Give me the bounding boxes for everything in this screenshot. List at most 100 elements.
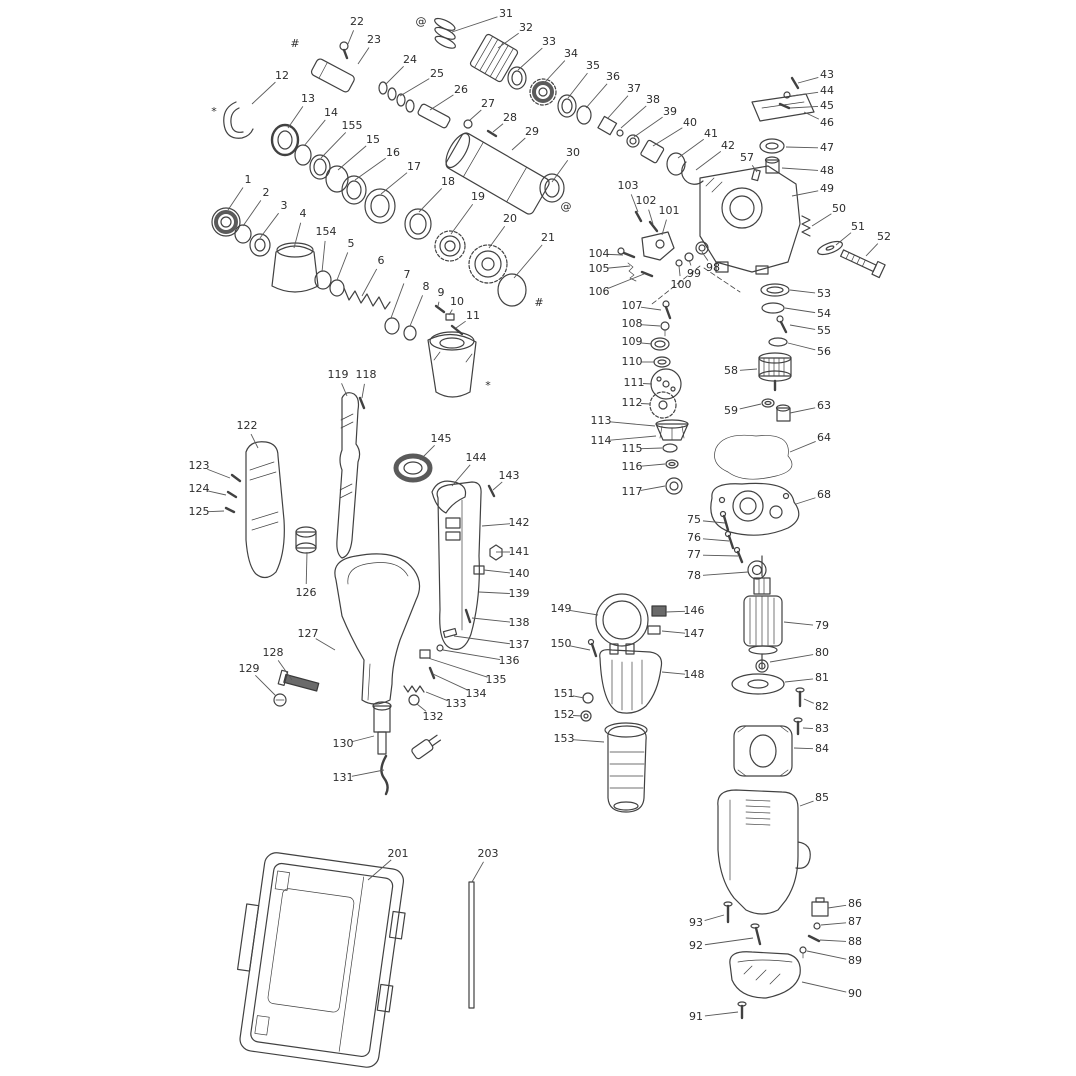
seal-ring-gear-set (223, 101, 527, 307)
part-label-89: 89 (848, 954, 862, 967)
part-label-92: 92 (689, 939, 703, 952)
spring-133 (403, 685, 425, 693)
leader-line-14 (303, 119, 326, 147)
cylinder-piston-assembly (310, 17, 704, 215)
part-label-153: 153 (554, 732, 575, 745)
leader-line-7 (390, 283, 405, 319)
part-label-111: 111 (624, 376, 645, 389)
part-label-107: 107 (622, 299, 643, 312)
part-label-109: 109 (622, 335, 643, 348)
leader-line-126 (305, 551, 308, 585)
leader-line-63 (789, 407, 816, 414)
part-label-40: 40 (683, 116, 697, 129)
gear-housing-49 (699, 165, 801, 273)
part-label-7: 7 (404, 268, 411, 281)
part-label-87: 87 (848, 915, 862, 928)
part-label-6: 6 (378, 254, 385, 267)
part-label-135: 135 (486, 673, 507, 686)
part-label-110: 110 (622, 355, 643, 368)
leader-line-57 (751, 165, 758, 173)
leader-line-105 (607, 265, 631, 269)
part-label-58: 58 (724, 364, 738, 377)
part-label-139: 139 (509, 587, 530, 600)
leader-line-30 (551, 160, 569, 183)
part-label-117: 117 (622, 485, 643, 498)
part-label-41: 41 (704, 127, 718, 140)
leader-line-142 (481, 523, 511, 527)
part-label-#: # (290, 37, 299, 50)
side-handle-assembly (580, 593, 667, 813)
handle-housing-assembly (224, 392, 503, 796)
bit-130 (372, 701, 392, 755)
leader-line-44 (791, 91, 819, 97)
leader-line-129 (255, 675, 277, 697)
cylinder-barrel (445, 132, 550, 215)
leader-line-31 (451, 16, 498, 33)
leader-line-47 (785, 146, 819, 149)
leader-line-114 (609, 435, 657, 441)
part-label-19: 19 (471, 190, 485, 203)
part-label-131: 131 (333, 771, 354, 784)
motor-assembly (717, 510, 829, 1020)
leader-line-133 (425, 691, 448, 702)
part-label-28: 28 (503, 111, 517, 124)
part-label-115: 115 (622, 442, 643, 455)
leader-line-146 (665, 610, 686, 613)
leader-line-88 (819, 939, 847, 942)
baffle-81 (731, 673, 785, 695)
part-label-90: 90 (848, 987, 862, 1000)
leader-line-40 (652, 127, 683, 147)
part-label-57: 57 (740, 151, 754, 164)
leader-line-43 (797, 76, 819, 84)
part-label-154: 154 (316, 225, 337, 238)
leader-line-102 (648, 209, 654, 225)
leader-line-84 (793, 747, 814, 750)
part-label-*: * (211, 105, 217, 118)
leader-line-12 (251, 81, 276, 105)
part-label-75: 75 (687, 513, 701, 526)
leader-line-39 (633, 116, 663, 138)
leader-line-29 (511, 137, 526, 151)
part-label-17: 17 (407, 160, 421, 173)
rod-203 (468, 881, 475, 1009)
leader-line-58 (739, 368, 758, 371)
leader-line-17 (380, 172, 408, 195)
leader-line-11 (455, 320, 466, 329)
lever-101 (641, 231, 675, 261)
part-label-@: @ (561, 200, 572, 213)
part-label-1: 1 (245, 173, 252, 186)
part-label-88: 88 (848, 935, 862, 948)
leader-line-90 (801, 981, 847, 993)
part-label-59: 59 (724, 404, 738, 417)
part-label-112: 112 (622, 396, 643, 409)
leader-line-50 (811, 213, 832, 227)
leader-line-98 (701, 251, 709, 261)
leader-line-20 (488, 226, 506, 249)
leader-line-36 (585, 83, 608, 109)
part-label-104: 104 (589, 247, 610, 260)
leader-line-78 (702, 571, 749, 576)
part-label-29: 29 (525, 125, 539, 138)
part-label-145: 145 (431, 432, 452, 445)
part-label-79: 79 (815, 619, 829, 632)
leader-line-128 (277, 660, 293, 681)
leader-line-93 (704, 914, 725, 921)
part-label-2: 2 (263, 186, 270, 199)
part-label-44: 44 (820, 84, 834, 97)
part-label-45: 45 (820, 99, 834, 112)
part-label-11: 11 (466, 309, 480, 322)
housing-half-139 (436, 481, 482, 650)
leader-line-1 (227, 187, 244, 211)
leader-line-27 (469, 109, 482, 121)
part-label-151: 151 (554, 687, 575, 700)
part-label-103: 103 (618, 179, 639, 192)
part-label-56: 56 (817, 345, 831, 358)
leader-line-82 (803, 698, 814, 704)
part-label-35: 35 (586, 59, 600, 72)
spring-31 (434, 17, 456, 49)
part-label-48: 48 (820, 164, 834, 177)
part-label-16: 16 (386, 146, 400, 159)
leader-line-100 (678, 265, 681, 277)
part-label-105: 105 (589, 262, 610, 275)
